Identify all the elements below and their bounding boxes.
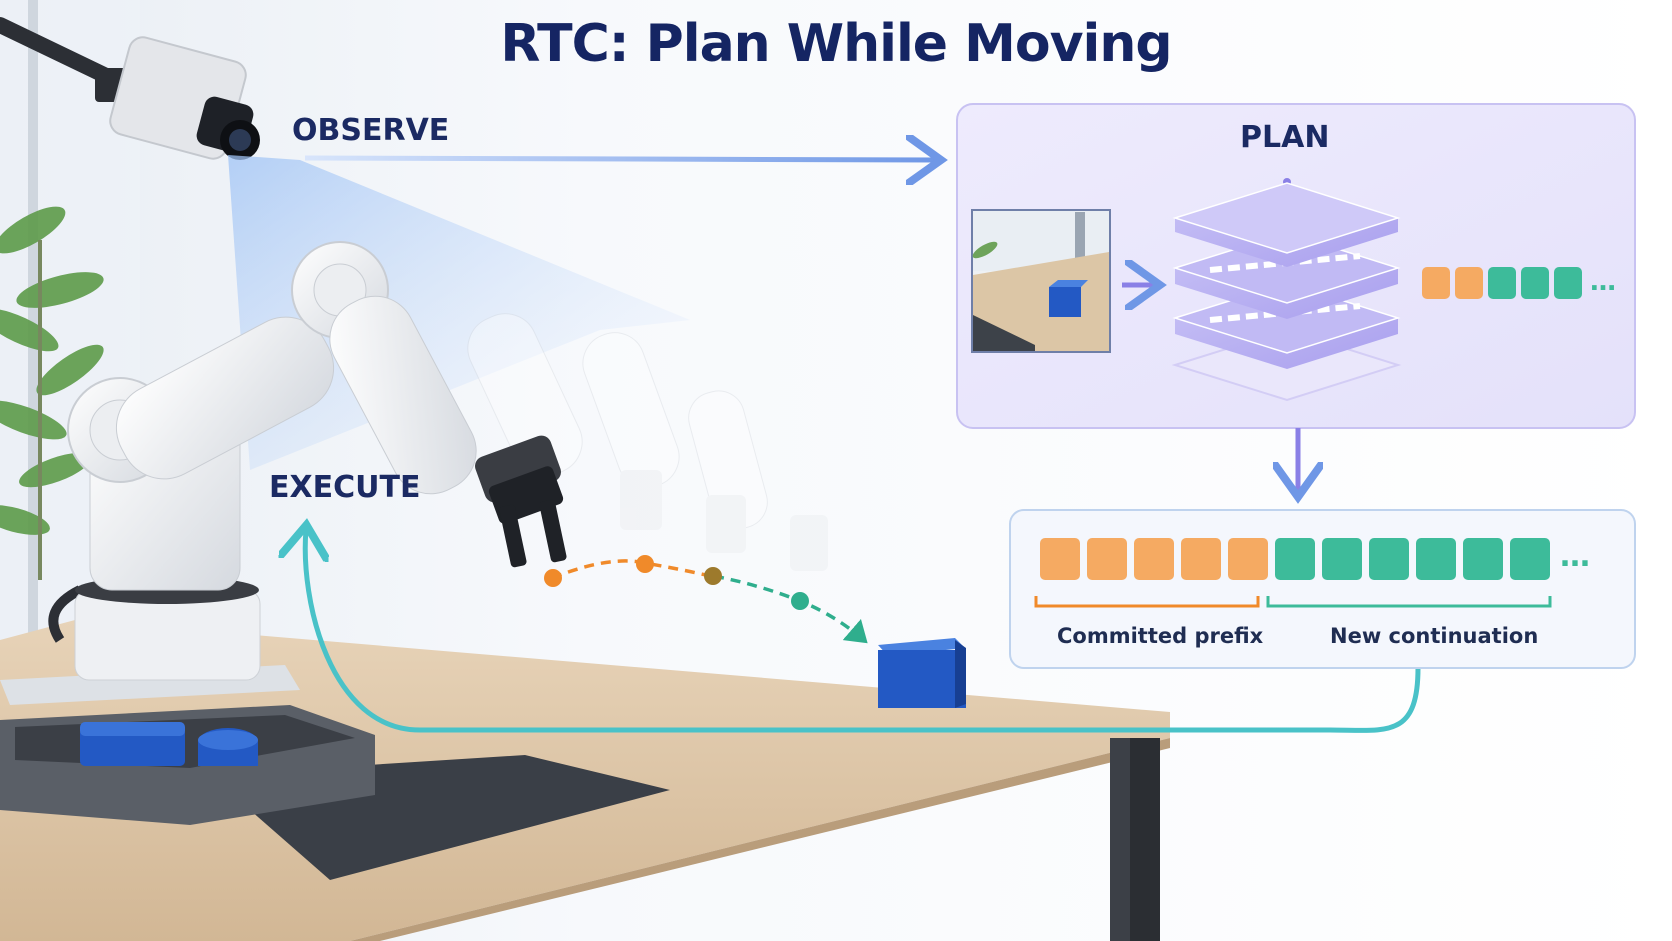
target-cube (878, 638, 966, 708)
action-chunk-new-token (1510, 538, 1550, 580)
plan-output-committed-token (1422, 267, 1450, 299)
trajectory-point (636, 555, 654, 573)
camera-view-cone (228, 155, 690, 470)
execute-loop-arrow (305, 530, 1421, 733)
plan-output-new-token (1521, 267, 1549, 299)
plan-output-tokens (1422, 267, 1582, 299)
model-layer (1172, 232, 1401, 319)
model-layer-stack (1171, 178, 1402, 402)
ghost-arm-positions (467, 313, 828, 571)
trajectory-point (544, 569, 562, 587)
plan-label: PLAN (1240, 120, 1330, 155)
plan-output-committed-token (1455, 267, 1483, 299)
robot-arm (0, 241, 567, 705)
trajectory (544, 555, 868, 644)
action-chunk-new-token (1463, 538, 1503, 580)
observation-thumbnail (971, 209, 1111, 353)
observe-arrow (304, 158, 936, 160)
action-chunk-new-token (1416, 538, 1456, 580)
action-chunk-new-token (1275, 538, 1315, 580)
new-continuation-bracket (1266, 596, 1552, 608)
action-chunk-committed-token (1228, 538, 1268, 580)
plan-output-new-token (1554, 267, 1582, 299)
committed-prefix-bracket (1034, 596, 1260, 608)
plan-output-new-token (1488, 267, 1516, 299)
action-chunk-ellipsis: … (1560, 539, 1590, 574)
new-continuation-label: New continuation (1330, 624, 1539, 648)
execute-label: EXECUTE (269, 470, 421, 505)
trajectory-point (791, 592, 809, 610)
action-chunk-new-token (1369, 538, 1409, 580)
action-chunk-committed-token (1087, 538, 1127, 580)
action-chunk-new-token (1322, 538, 1362, 580)
observe-label: OBSERVE (292, 113, 450, 148)
page-title: RTC: Plan While Moving (500, 14, 1172, 74)
action-chunk-committed-token (1040, 538, 1080, 580)
camera (0, 17, 260, 160)
action-chunk-tokens (1040, 538, 1550, 580)
tray (0, 705, 375, 825)
plant (0, 206, 104, 580)
model-layer (1172, 182, 1401, 267)
action-chunk-committed-token (1181, 538, 1221, 580)
trajectory-point (704, 567, 722, 585)
action-chunk-committed-token (1134, 538, 1174, 580)
plan-output-ellipsis: … (1590, 267, 1616, 297)
committed-prefix-label: Committed prefix (1057, 624, 1264, 648)
